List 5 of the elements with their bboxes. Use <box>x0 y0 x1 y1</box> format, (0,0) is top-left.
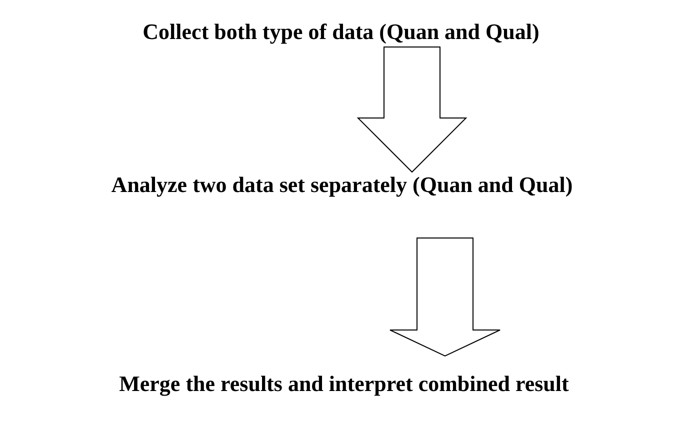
block-arrow <box>356 46 468 173</box>
block-arrow <box>390 238 500 357</box>
step-text: Merge the results and interpret combined result <box>119 371 569 397</box>
step-text: Collect both type of data (Quan and Qual) <box>142 19 540 45</box>
step-text: Analyze two data set separately (Quan and Qual) <box>111 172 573 198</box>
